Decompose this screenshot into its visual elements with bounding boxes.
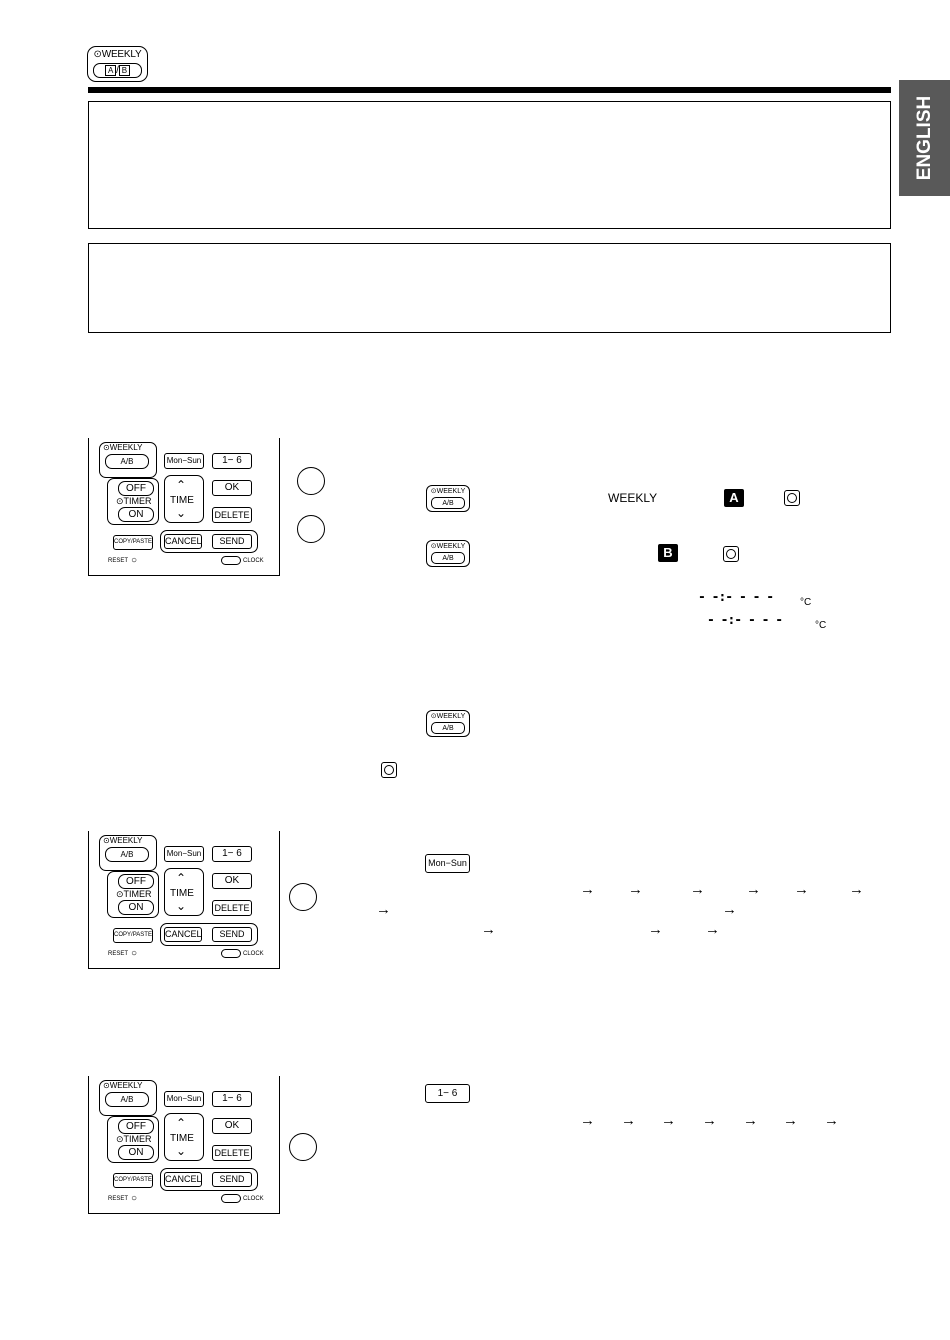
badge-a: A bbox=[724, 489, 744, 507]
step-circle-4 bbox=[289, 1133, 317, 1161]
off-button: OFF bbox=[118, 481, 154, 496]
send-button: SEND bbox=[212, 1172, 252, 1187]
clock-icon bbox=[784, 490, 800, 506]
step-circle-2 bbox=[297, 515, 325, 543]
on-button: ON bbox=[118, 507, 154, 522]
one-six-button: 1− 6 bbox=[212, 1091, 252, 1107]
weekly-button: A/B bbox=[105, 847, 149, 862]
one-six-button: 1− 6 bbox=[212, 453, 252, 469]
arrow-icon: → bbox=[702, 1112, 717, 1129]
weekly-ab-button-header: ⊙WEEKLY A/B bbox=[87, 46, 148, 82]
delete-button: DELETE bbox=[212, 1145, 252, 1161]
arrow-icon: → bbox=[746, 881, 761, 898]
language-tab: ENGLISH bbox=[899, 80, 950, 196]
ok-button: OK bbox=[212, 480, 252, 496]
mon-sun-button: Mon−Sun bbox=[164, 1091, 204, 1107]
off-button: OFF bbox=[118, 874, 154, 889]
remote-illustration-2: ⊙WEEKLY A/B Mon−Sun 1− 6 OFF ⊙TIMER ON ⌃… bbox=[88, 831, 280, 969]
step-circle-1 bbox=[297, 467, 325, 495]
info-box-1 bbox=[88, 101, 891, 229]
one-six-button: 1− 6 bbox=[212, 846, 252, 862]
cancel-button: CANCEL bbox=[164, 534, 202, 549]
clock-icon bbox=[723, 546, 739, 562]
ok-button: OK bbox=[212, 873, 252, 889]
arrow-icon: → bbox=[794, 881, 809, 898]
display-readout-2: - -:- - - - bbox=[707, 613, 783, 628]
on-button: ON bbox=[118, 900, 154, 915]
cancel-button: CANCEL bbox=[164, 1172, 202, 1187]
mon-sun-button: Mon−Sun bbox=[164, 453, 204, 469]
weekly-button: A/B bbox=[105, 454, 149, 469]
ab-selector: A/B bbox=[93, 63, 142, 78]
mon-sun-button: Mon−Sun bbox=[164, 846, 204, 862]
cancel-button: CANCEL bbox=[164, 927, 202, 942]
info-box-2 bbox=[88, 243, 891, 333]
remote-illustration-3: ⊙WEEKLY A/B Mon−Sun 1− 6 OFF ⊙TIMER ON ⌃… bbox=[88, 1076, 280, 1214]
send-button: SEND bbox=[212, 534, 252, 549]
weekly-button: A/B bbox=[105, 1092, 149, 1107]
delete-button: DELETE bbox=[212, 900, 252, 916]
clock-icon bbox=[381, 762, 397, 778]
clock-button bbox=[221, 556, 241, 565]
delete-button: DELETE bbox=[212, 507, 252, 523]
header-rule bbox=[88, 87, 891, 93]
arrow-icon: → bbox=[628, 881, 643, 898]
arrow-icon: → bbox=[580, 881, 595, 898]
arrow-icon: → bbox=[690, 881, 705, 898]
arrow-icon: → bbox=[376, 901, 391, 918]
off-button: OFF bbox=[118, 1119, 154, 1134]
ok-button: OK bbox=[212, 1118, 252, 1134]
mon-sun-key-icon: Mon−Sun bbox=[425, 854, 470, 873]
arrow-icon: → bbox=[580, 1112, 595, 1129]
arrow-icon: → bbox=[722, 901, 737, 918]
clock-button bbox=[221, 1194, 241, 1203]
step-circle-3 bbox=[289, 883, 317, 911]
send-button: SEND bbox=[212, 927, 252, 942]
arrow-icon: → bbox=[743, 1112, 758, 1129]
arrow-icon: → bbox=[849, 881, 864, 898]
time-label: TIME bbox=[170, 1133, 194, 1144]
display-readout-1: - -:- - - - bbox=[698, 590, 774, 605]
copy-paste-button: COPY/PASTE bbox=[113, 928, 153, 943]
arrow-icon: → bbox=[661, 1112, 676, 1129]
arrow-icon: → bbox=[648, 921, 663, 938]
on-button: ON bbox=[118, 1145, 154, 1160]
time-label: TIME bbox=[170, 495, 194, 506]
remote-illustration-1: ⊙WEEKLY A/B Mon−Sun 1− 6 OFF ⊙TIMER ON ⌃… bbox=[88, 438, 280, 576]
arrow-icon: → bbox=[621, 1112, 636, 1129]
arrow-icon: → bbox=[783, 1112, 798, 1129]
badge-b: B bbox=[658, 544, 678, 562]
arrow-icon: → bbox=[705, 921, 720, 938]
one-six-key-icon: 1− 6 bbox=[425, 1084, 470, 1103]
weekly-label: ⊙WEEKLY bbox=[93, 49, 142, 60]
arrow-icon: → bbox=[481, 921, 496, 938]
clock-button bbox=[221, 949, 241, 958]
copy-paste-button: COPY/PASTE bbox=[113, 1173, 153, 1188]
time-label: TIME bbox=[170, 888, 194, 899]
arrow-icon: → bbox=[824, 1112, 839, 1129]
copy-paste-button: COPY/PASTE bbox=[113, 535, 153, 550]
